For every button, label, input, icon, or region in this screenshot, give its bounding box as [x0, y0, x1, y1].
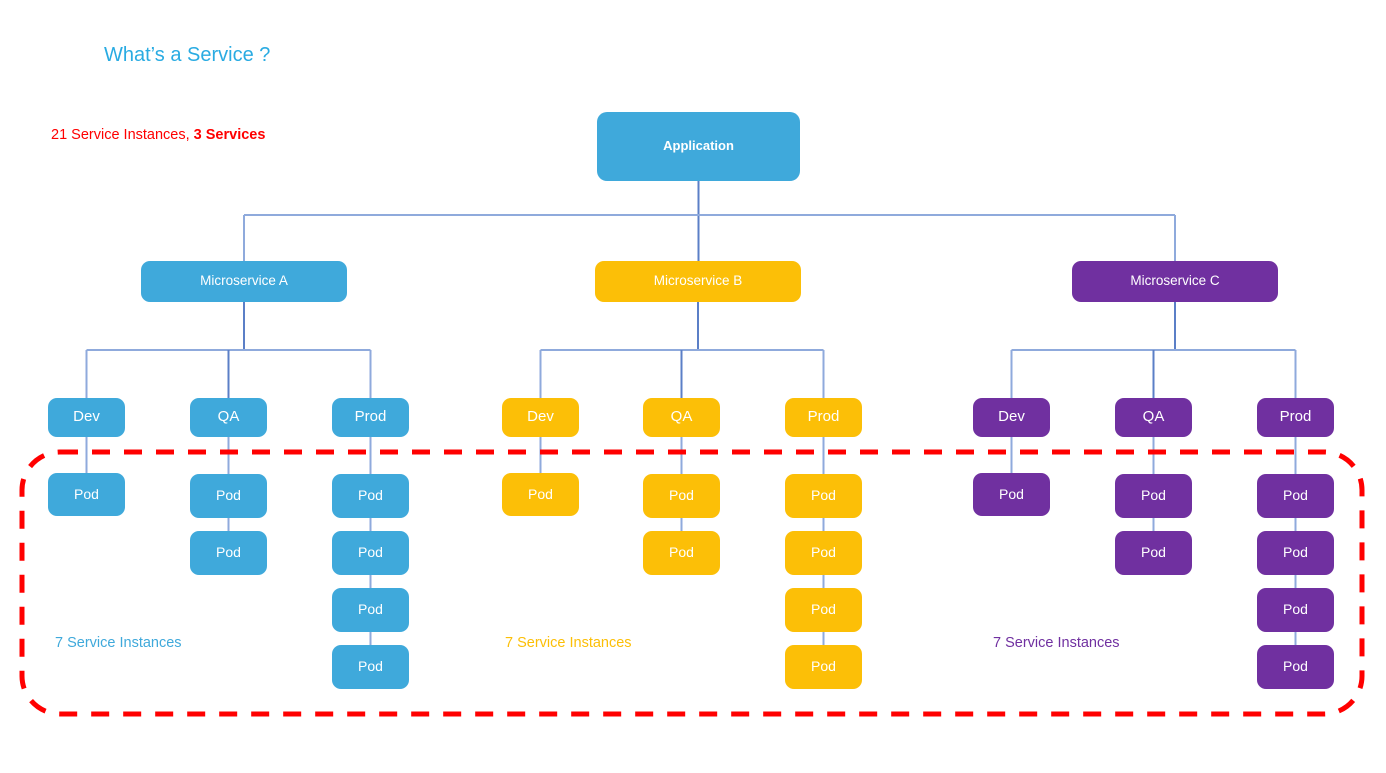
node-pod-b-prod-2-label: Pod [811, 544, 836, 561]
caption-instances-a: 7 Service Instances [55, 635, 182, 651]
node-env-a-qa[interactable]: QA [190, 398, 267, 437]
node-pod-b-prod-4[interactable]: Pod [785, 645, 862, 689]
node-microservice-a[interactable]: Microservice A [141, 261, 347, 302]
node-pod-c-qa-1-label: Pod [1141, 487, 1166, 504]
node-env-c-prod-label: Prod [1279, 408, 1312, 426]
node-env-c-qa-label: QA [1142, 408, 1165, 426]
node-env-a-prod-label: Prod [354, 408, 387, 426]
node-pod-c-prod-4-label: Pod [1283, 658, 1308, 675]
node-env-b-prod-label: Prod [807, 408, 840, 426]
node-microservice-b[interactable]: Microservice B [595, 261, 801, 302]
node-pod-b-qa-2[interactable]: Pod [643, 531, 720, 575]
node-env-c-prod[interactable]: Prod [1257, 398, 1334, 437]
node-env-a-prod[interactable]: Prod [332, 398, 409, 437]
node-pod-b-dev-1[interactable]: Pod [502, 473, 579, 516]
node-microservice-c[interactable]: Microservice C [1072, 261, 1278, 302]
node-env-c-dev[interactable]: Dev [973, 398, 1050, 437]
node-pod-c-prod-4[interactable]: Pod [1257, 645, 1334, 689]
node-pod-a-qa-2[interactable]: Pod [190, 531, 267, 575]
node-pod-b-qa-1-label: Pod [669, 487, 694, 504]
summary-prefix: 21 Service Instances, [51, 127, 194, 143]
node-pod-b-prod-1-label: Pod [811, 487, 836, 504]
caption-instances-b: 7 Service Instances [505, 635, 632, 651]
node-pod-b-qa-2-label: Pod [669, 544, 694, 561]
caption-instances-c: 7 Service Instances [993, 635, 1120, 651]
node-pod-a-qa-1[interactable]: Pod [190, 474, 267, 518]
node-pod-c-dev-1[interactable]: Pod [973, 473, 1050, 516]
node-pod-b-prod-1[interactable]: Pod [785, 474, 862, 518]
node-pod-c-prod-3[interactable]: Pod [1257, 588, 1334, 632]
summary-label: 21 Service Instances, 3 Services [51, 127, 265, 143]
node-pod-c-qa-1[interactable]: Pod [1115, 474, 1192, 518]
node-pod-a-prod-3-label: Pod [358, 601, 383, 618]
node-application[interactable]: Application [597, 112, 800, 181]
node-pod-a-prod-2-label: Pod [358, 544, 383, 561]
node-microservice-a-label: Microservice A [200, 273, 288, 289]
node-pod-b-dev-1-label: Pod [528, 485, 553, 502]
node-pod-a-qa-2-label: Pod [216, 544, 241, 561]
node-microservice-c-label: Microservice C [1130, 273, 1220, 289]
node-pod-a-qa-1-label: Pod [216, 487, 241, 504]
page-title: What’s a Service ? [104, 44, 271, 66]
node-pod-a-prod-4-label: Pod [358, 658, 383, 675]
node-pod-b-qa-1[interactable]: Pod [643, 474, 720, 518]
node-pod-c-dev-1-label: Pod [999, 485, 1024, 502]
node-pod-b-prod-4-label: Pod [811, 658, 836, 675]
node-pod-c-prod-2[interactable]: Pod [1257, 531, 1334, 575]
node-env-b-prod[interactable]: Prod [785, 398, 862, 437]
node-env-b-qa-label: QA [670, 408, 693, 426]
node-pod-c-prod-3-label: Pod [1283, 601, 1308, 618]
node-env-b-dev-label: Dev [527, 408, 554, 426]
node-env-c-dev-label: Dev [998, 408, 1025, 426]
node-pod-c-prod-2-label: Pod [1283, 544, 1308, 561]
node-pod-a-dev-1-label: Pod [74, 485, 99, 502]
node-env-a-qa-label: QA [217, 408, 240, 426]
node-pod-a-prod-1-label: Pod [358, 487, 383, 504]
node-env-c-qa[interactable]: QA [1115, 398, 1192, 437]
node-pod-c-qa-2-label: Pod [1141, 544, 1166, 561]
node-pod-a-prod-2[interactable]: Pod [332, 531, 409, 575]
node-pod-a-prod-3[interactable]: Pod [332, 588, 409, 632]
node-pod-c-qa-2[interactable]: Pod [1115, 531, 1192, 575]
node-env-b-qa[interactable]: QA [643, 398, 720, 437]
node-env-b-dev[interactable]: Dev [502, 398, 579, 437]
node-pod-b-prod-3-label: Pod [811, 601, 836, 618]
node-pod-c-prod-1[interactable]: Pod [1257, 474, 1334, 518]
node-pod-a-dev-1[interactable]: Pod [48, 473, 125, 516]
node-pod-c-prod-1-label: Pod [1283, 487, 1308, 504]
node-env-a-dev[interactable]: Dev [48, 398, 125, 437]
summary-emphasis: 3 Services [193, 127, 266, 143]
node-env-a-dev-label: Dev [73, 408, 100, 426]
node-pod-a-prod-1[interactable]: Pod [332, 474, 409, 518]
node-pod-b-prod-3[interactable]: Pod [785, 588, 862, 632]
node-pod-a-prod-4[interactable]: Pod [332, 645, 409, 689]
node-microservice-b-label: Microservice B [653, 273, 743, 289]
node-pod-b-prod-2[interactable]: Pod [785, 531, 862, 575]
